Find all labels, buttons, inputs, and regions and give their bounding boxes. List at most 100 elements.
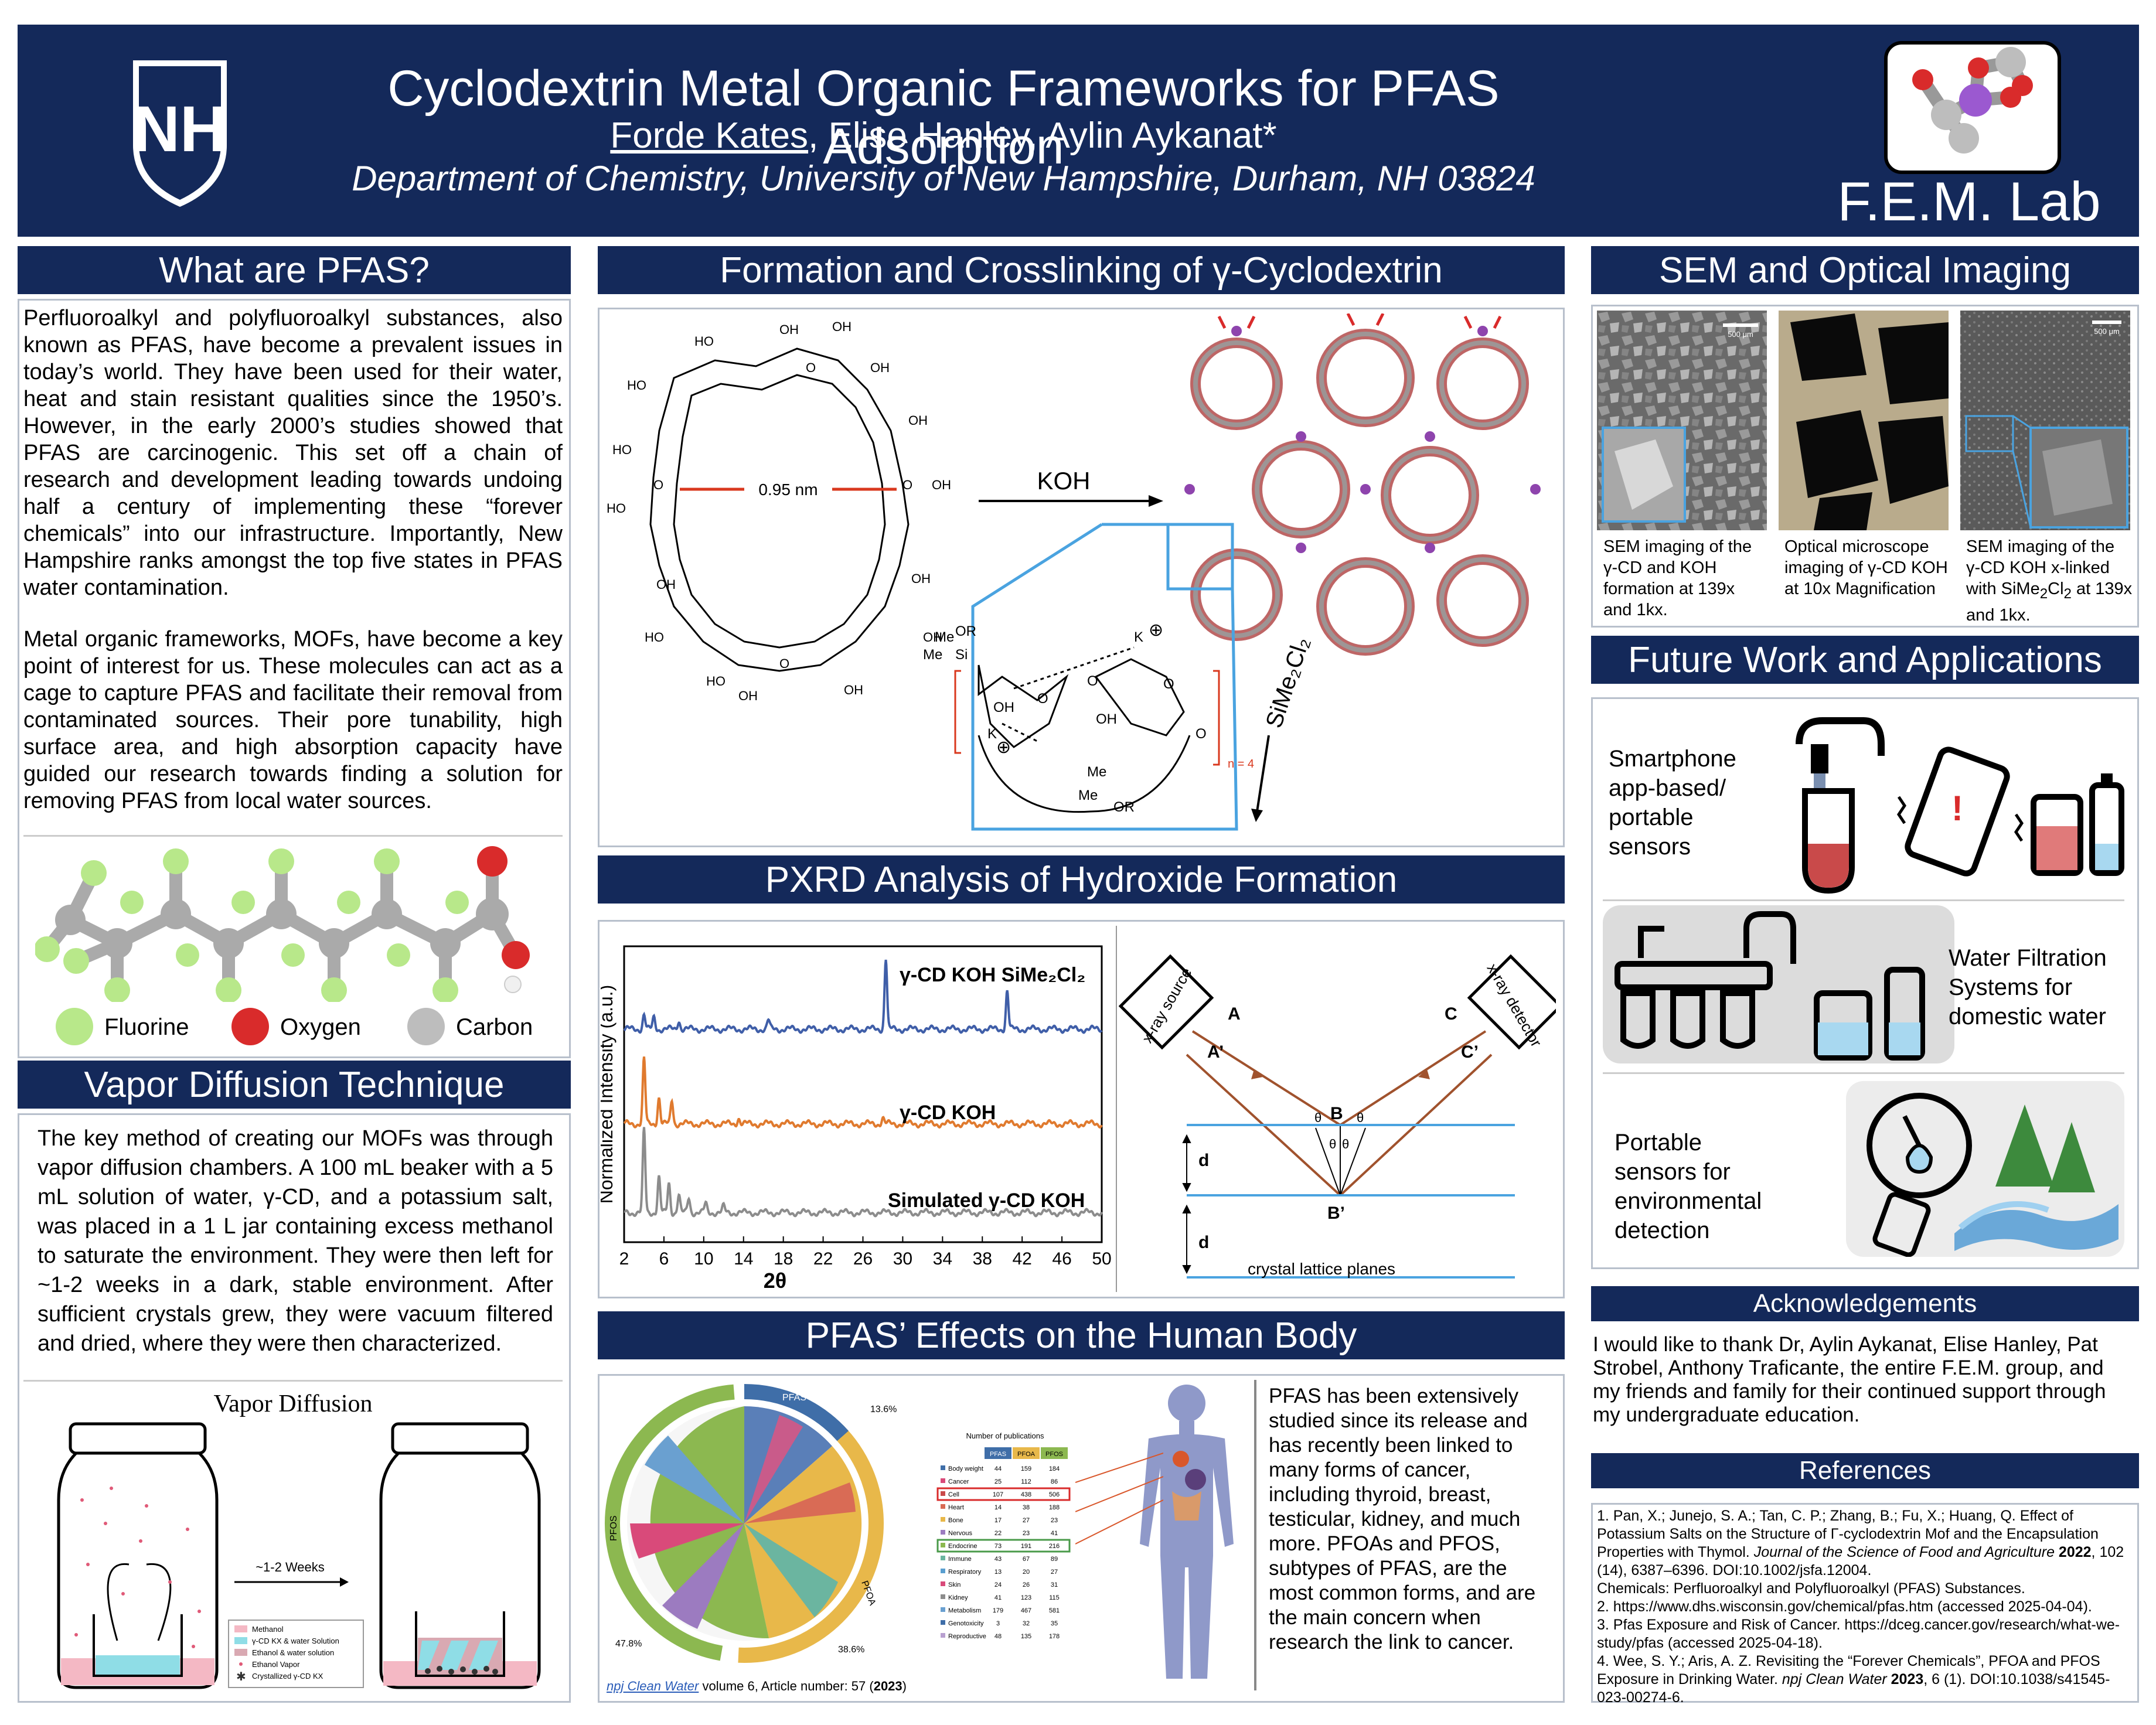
row-color-key [941,1465,945,1470]
reference-1: 1. Pan, X.; Junejo, S. A.; Tan, C. P.; Z… [1597,1508,2124,1579]
legend-label-carbon: Carbon [456,1014,533,1040]
reference-3[interactable]: 3. Pfas Exposure and Risk of Cancer. htt… [1597,1617,2120,1651]
svg-text:C: C [1445,1004,1457,1024]
svg-text:⊕: ⊕ [1149,621,1163,640]
legend-dot-carbon [407,1008,445,1045]
vapor-paragraph: The key method of creating our MOFs was … [38,1126,553,1356]
row-color-key [941,1543,945,1547]
divider [23,835,563,837]
svg-text:OH: OH [870,360,890,375]
svg-text:Me: Me [1078,788,1098,803]
svg-text:d: d [1198,1151,1209,1170]
future-item-sensors: Smartphone app-based/ portable sensors [1609,746,1736,860]
pfas-publications-figure: PFAS 13.6% PFOA 38.6% PFOS 47.8% Number … [605,1384,1071,1663]
table-cell: 115 [1049,1594,1060,1601]
x-tick-label: 30 [893,1249,912,1269]
x-tick-label: 46 [1052,1249,1071,1269]
svg-text:OH: OH [908,413,928,428]
svg-text:HO: HO [706,674,726,688]
svg-text:HO: HO [607,501,626,516]
poster-title: Cyclodextrin Metal Organic Frameworks fo… [387,60,1500,175]
table-row-label: Nervous [948,1530,972,1537]
table-row-label: Heart [948,1504,964,1511]
svg-text:KOH: KOH [1037,467,1090,495]
x-tick-label: 6 [659,1249,669,1269]
water-filtration-icons [1615,911,1925,1061]
table-cell: 17 [994,1517,1002,1524]
svg-text:Ethanol Vapor: Ethanol Vapor [252,1660,300,1669]
svg-text:OH: OH [911,571,931,586]
reference-2[interactable]: 2. https://www.dhs.wisconsin.gov/chemica… [1597,1598,2092,1615]
x-tick-label: 22 [813,1249,833,1269]
table-row-label: Respiratory [948,1569,982,1576]
presenting-author: Forde Kates [610,115,809,156]
acknowledgements-text: I would like to thank Dr, Aylin Aykanat,… [1593,1333,2106,1426]
svg-text:θ: θ [1357,1110,1364,1125]
table-row-label: Bone [948,1517,963,1524]
table-row-label: Skin [948,1581,961,1588]
reference-4: 4. Wee, S. Y.; Aris, A. Z. Revisiting th… [1597,1653,2110,1706]
unh-logo: NH [133,60,227,207]
row-color-key [941,1491,945,1496]
svg-text:Si: Si [955,647,968,663]
series-label: γ-CD KOH [900,1102,996,1124]
table-cell: 48 [994,1633,1002,1640]
table-cell: 13 [994,1569,1002,1576]
human-body-icon [1140,1385,1234,1679]
svg-text:K: K [987,726,997,742]
svg-text:Crystallized γ-CD KX: Crystallized γ-CD KX [252,1672,323,1680]
svg-text:13.6%: 13.6% [870,1404,897,1414]
svg-text:HO: HO [612,442,632,457]
table-row-label: Metabolism [948,1607,981,1614]
svg-text:O: O [653,478,663,492]
svg-text:500 μm: 500 μm [2094,327,2120,336]
lab-logo [1884,41,2061,174]
svg-text:γ-CD KX & water Solution: γ-CD KX & water Solution [252,1637,339,1645]
table-cell: 179 [993,1607,1003,1614]
table-row-label: Cancer [948,1478,969,1485]
table-cell: 32 [1023,1620,1030,1627]
table-cell: 112 [1021,1478,1031,1485]
table-cell: 506 [1049,1491,1060,1498]
svg-text:O: O [1037,691,1048,707]
series-label: γ-CD KOH SiMe₂Cl₂ [900,964,1085,986]
table-row-label: Endocrine [948,1543,977,1550]
table-cell: 44 [994,1465,1002,1472]
svg-text:OH: OH [1096,711,1117,727]
section-references: References [1591,1453,2139,1488]
table-row-label: Body weight [948,1465,983,1472]
x-tick-label: 34 [933,1249,952,1269]
row-color-key [941,1530,945,1535]
row-color-key [941,1504,945,1509]
publications-pie: PFAS 13.6% PFOA 38.6% PFOS 47.8% [605,1384,897,1663]
series-line [623,1056,1103,1129]
future-item-environmental: Portable sensors for environmental detec… [1615,1130,1762,1243]
legend-label-fluorine: Fluorine [104,1014,189,1040]
svg-text:PFOS: PFOS [1045,1451,1063,1458]
smartphone-sensor-icons: ! [1796,717,2124,894]
row-highlight [936,1487,1071,1501]
table-cell: 25 [994,1478,1002,1485]
table-cell: 35 [1051,1620,1058,1627]
svg-text:OH: OH [779,322,799,337]
table-cell: 23 [1051,1517,1058,1524]
svg-text:HO: HO [694,334,714,349]
header-banner [18,25,2139,237]
svg-text:A: A [1228,1004,1241,1024]
environmental-sensor-icons [1867,1093,2118,1257]
svg-text:⊕: ⊕ [996,738,1011,757]
citation-link[interactable]: npj Clean Water [607,1679,699,1693]
table-cell: 178 [1049,1633,1060,1640]
series-line [624,1127,1103,1218]
svg-text:47.8%: 47.8% [615,1639,642,1649]
row-color-key [941,1517,945,1522]
row-color-key [941,1569,945,1573]
x-tick-label: 42 [1012,1249,1031,1269]
table-row-label: Genotoxicity [948,1620,984,1627]
svg-text:OH: OH [832,319,851,334]
sem-caption-3: SEM imaging of the γ-CD KOH x-linked wit… [1966,537,2133,625]
section-vapor-diffusion: Vapor Diffusion Technique [18,1061,571,1109]
table-cell: 41 [1051,1530,1058,1537]
